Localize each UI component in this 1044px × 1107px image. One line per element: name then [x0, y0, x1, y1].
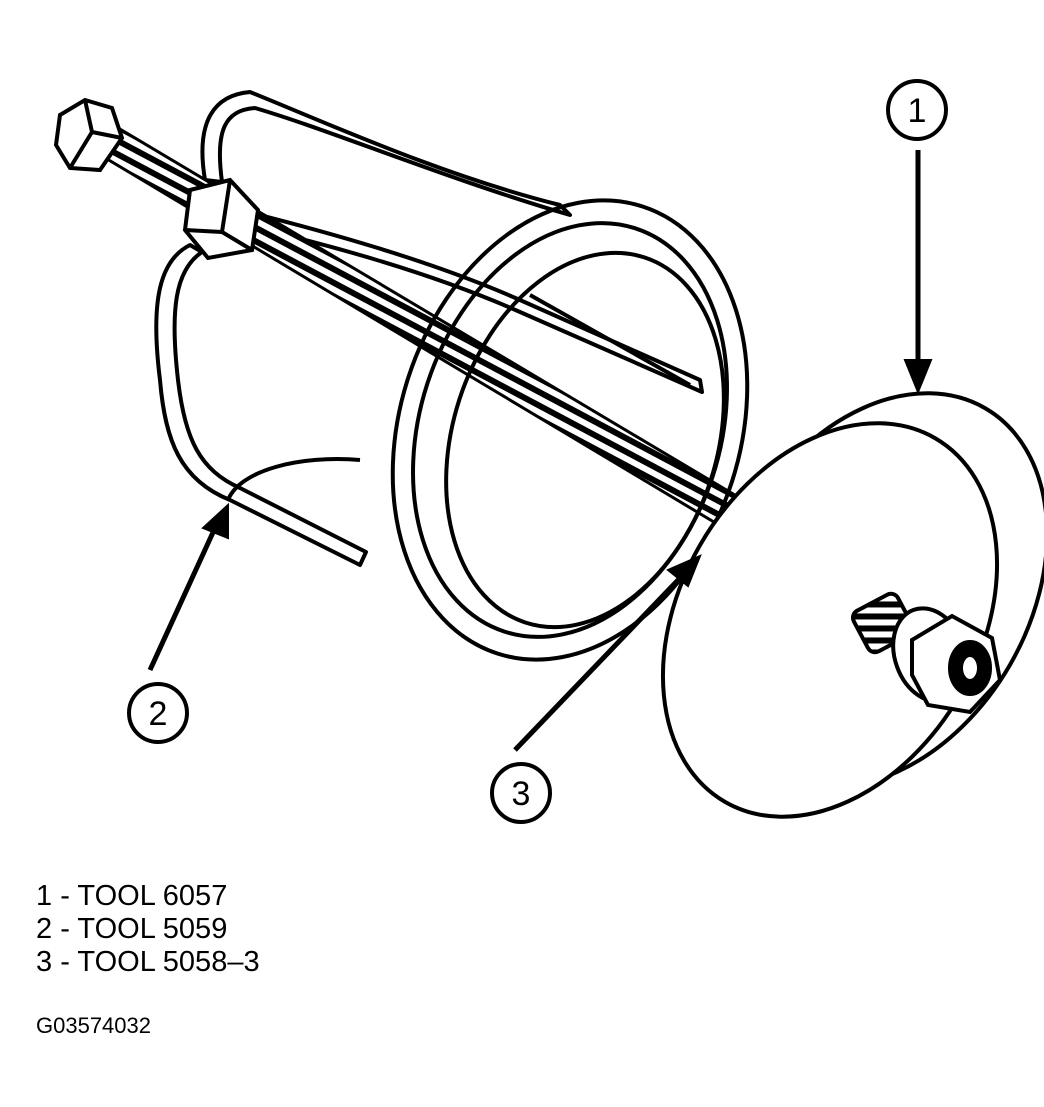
legend-number: 3	[36, 946, 53, 978]
svg-text:1: 1	[908, 92, 927, 130]
disc-stud-nut	[850, 591, 1003, 715]
callout-1: 1	[886, 79, 948, 141]
figure-id: G03574032	[36, 1013, 151, 1038]
legend-item-3: 3 - TOOL 5058–3	[36, 946, 260, 979]
legend-item-1: 1 - TOOL 6057	[36, 880, 260, 913]
legend-separator: -	[52, 946, 78, 978]
legend-separator: -	[52, 880, 78, 912]
legend-item-2: 2 - TOOL 5059	[36, 913, 260, 946]
legend-separator: -	[52, 913, 78, 945]
svg-text:3: 3	[512, 775, 531, 813]
legend-text: TOOL 6057	[77, 880, 228, 912]
ring-tool	[390, 198, 750, 662]
legend-text: TOOL 5059	[77, 913, 228, 945]
legend-text: TOOL 5058–3	[77, 946, 260, 978]
legend-number: 1	[36, 880, 53, 912]
callout-3: 3	[490, 762, 552, 824]
leader-arrows	[147, 150, 933, 752]
cage-frame	[154, 90, 704, 567]
svg-text:2: 2	[149, 695, 168, 733]
rod-collar	[182, 177, 261, 261]
legend: 1 - TOOL 6057 2 - TOOL 5059 3 - TOOL 505…	[36, 880, 260, 979]
legend-number: 2	[36, 913, 53, 945]
hex-nut-left	[53, 97, 125, 173]
tool-assembly-diagram: 1 2 3	[53, 79, 1044, 824]
callout-2: 2	[127, 682, 189, 744]
